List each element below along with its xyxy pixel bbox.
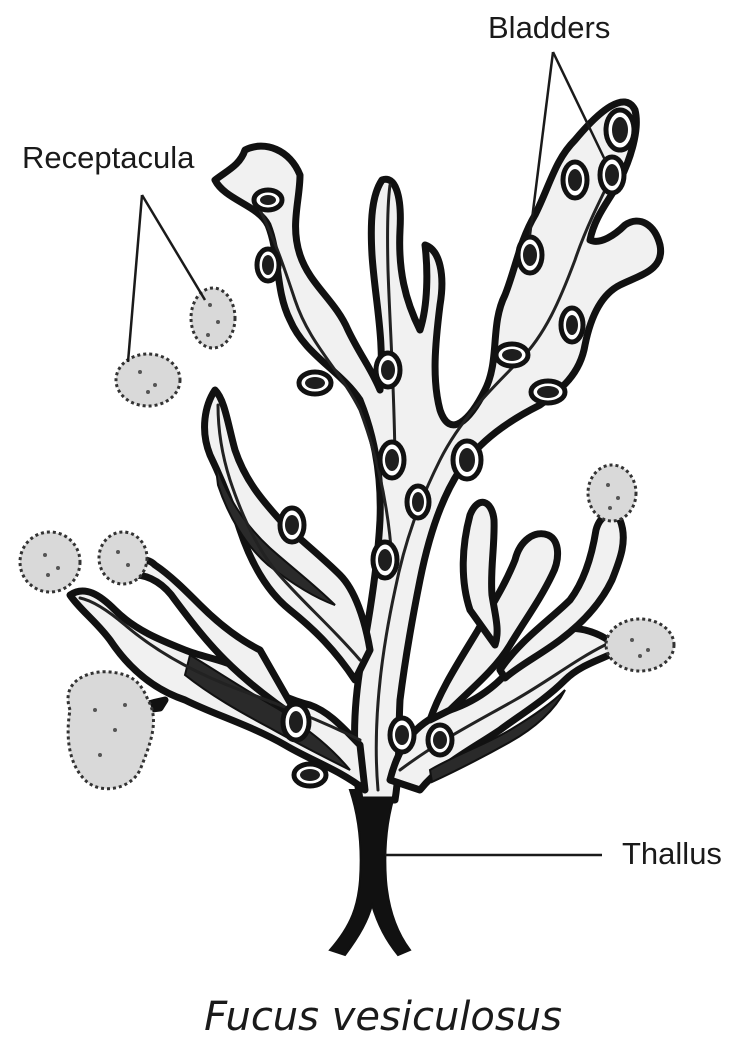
receptacula-leader-2	[142, 195, 205, 300]
bladder	[373, 542, 397, 578]
bladder	[294, 764, 326, 786]
bladder	[254, 190, 282, 210]
bladder	[390, 718, 414, 752]
species-caption: Fucus vesiculosus	[204, 994, 562, 1037]
bladder	[606, 110, 634, 150]
bladder	[280, 508, 304, 542]
receptacle	[588, 465, 636, 521]
label-receptacula: Receptacula	[22, 140, 195, 175]
receptacle	[191, 288, 235, 348]
bladder	[561, 308, 583, 342]
bladder	[563, 162, 587, 198]
label-thallus: Thallus	[622, 836, 722, 871]
receptacle	[116, 354, 180, 406]
stipe	[330, 790, 410, 955]
receptacle	[68, 672, 153, 789]
receptacle	[20, 532, 80, 592]
bladder	[453, 441, 481, 479]
receptacle	[99, 532, 147, 584]
bladder	[600, 157, 624, 193]
bladder	[283, 704, 309, 740]
bladder	[496, 344, 528, 366]
bladder	[518, 237, 542, 273]
bladder	[299, 372, 331, 394]
bladder	[257, 249, 279, 281]
bladder	[376, 353, 400, 387]
label-bladders: Bladders	[488, 10, 610, 45]
bladder	[531, 381, 565, 403]
bladder	[380, 442, 404, 478]
frond	[70, 102, 661, 800]
bladder	[428, 725, 452, 755]
receptacula-leader-1	[128, 195, 142, 362]
bladder	[407, 486, 429, 518]
receptacle	[606, 619, 674, 671]
